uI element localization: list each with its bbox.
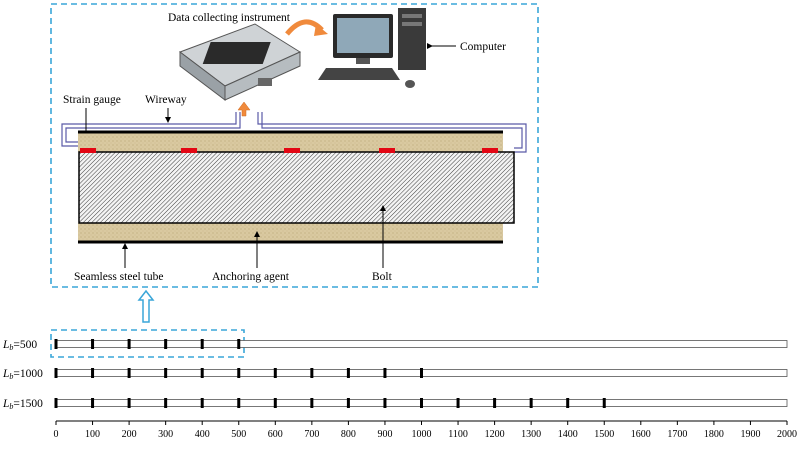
row-label: Lb=500 [2,339,37,352]
row-label: Lb=1000 [2,368,43,381]
axis-tick-label: 400 [195,429,210,440]
strain-gauge-1 [80,148,96,153]
strain-gauge-label: Strain gauge [63,94,121,106]
gauge-mark [200,368,204,378]
orange-up-arrow [237,101,251,117]
strain-gauge-3 [284,148,300,153]
row-label: Lb=1500 [2,398,43,411]
axis-tick-label: 300 [158,429,173,440]
axis-tick-label: 1300 [521,429,541,440]
blue-up-arrow [137,289,155,323]
axis-tick-label: 200 [122,429,137,440]
gauge-mark [127,368,131,378]
gauge-mark [420,398,423,408]
axis-tick-label: 1900 [740,429,760,440]
strain-gauge-2 [181,148,197,153]
gauge-mark [346,398,350,408]
data-collecting-instrument-icon [178,23,302,102]
gauge-mark [91,368,95,378]
seamless-steel-tube-label: Seamless steel tube [74,271,163,283]
axis-tick-label: 2000 [777,429,797,440]
gauge-mark [127,339,131,349]
gauge-mark [310,398,314,408]
strain-gauge-5 [482,148,498,153]
gauge-mark [273,398,277,408]
gauge-mark [54,398,58,408]
gauge-mark [310,368,314,378]
anchoring-agent-label: Anchoring agent [212,271,290,283]
axis-tick-label: 1400 [558,429,578,440]
axis-tick-label: 1700 [667,429,687,440]
axis-tick-label: 900 [377,429,392,440]
axis-tick-label: 500 [231,429,246,440]
gauge-mark [164,398,168,408]
gauge-mark [602,398,606,408]
axis-tick-label: 100 [85,429,100,440]
gauge-mark [493,398,497,408]
axis-tick-label: 800 [341,429,356,440]
gauge-mark [237,339,241,349]
axis-tick-label: 1100 [448,429,468,440]
gauge-mark [91,398,95,408]
gauge-mark [346,368,350,378]
gauge-mark [200,339,204,349]
gauge-mark [237,368,241,378]
gauge-mark [127,398,131,408]
axis-tick-label: 1500 [594,429,614,440]
gauge-mark [200,398,204,408]
gauge-mark [237,398,241,408]
gauge-mark [273,368,277,378]
axis-tick-label: 0 [54,429,59,440]
strain-gauge-4 [379,148,395,153]
wireway [61,112,527,153]
axis-tick-label: 1200 [485,429,505,440]
gauge-mark [420,368,423,378]
gauge-mark [164,339,168,349]
computer-icon [318,8,426,88]
wireway-label: Wireway [145,94,187,106]
gauge-mark [456,398,460,408]
gauge-mark [383,398,387,408]
gauge-mark [91,339,95,349]
anchoring-agent-top [78,132,503,152]
axis-tick-label: 1000 [412,429,432,440]
gauge-mark [54,368,58,378]
gauge-mark [54,339,58,349]
gauge-mark [566,398,570,408]
axis-tick-label: 700 [304,429,319,440]
detail-dashed-box [50,3,539,288]
axis-tick-label: 1800 [704,429,724,440]
data-collecting-instrument-label: Data collecting instrument [168,12,291,24]
gauge-mark [164,368,168,378]
anchoring-agent-bottom [78,223,503,242]
axis-tick-label: 600 [268,429,283,440]
strain-gauges [80,148,498,153]
bolt-label: Bolt [372,271,393,283]
computer-label: Computer [460,41,506,53]
axis-tick-label: 1600 [631,429,651,440]
gauge-mark [529,398,533,408]
gauge-mark [383,368,387,378]
x-axis: 0 100 200 300 400 500 600 700 800 900 1000 1100 1200… [54,420,797,440]
bolt-body [78,151,515,224]
